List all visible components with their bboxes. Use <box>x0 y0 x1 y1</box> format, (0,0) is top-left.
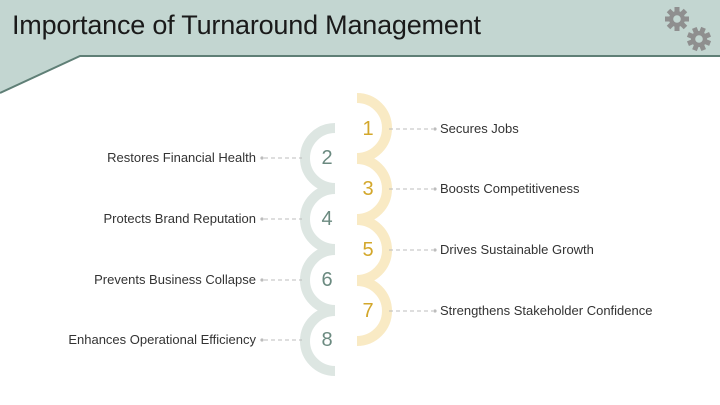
gear-icon <box>665 7 689 31</box>
step-number: 4 <box>321 208 333 230</box>
step-3-ring <box>356 154 392 224</box>
step-number: 2 <box>321 147 333 169</box>
step-number: 6 <box>321 269 333 291</box>
step-label: Restores Financial Health <box>107 150 256 165</box>
step-number: 5 <box>362 239 374 261</box>
step-1-ring <box>356 93 392 163</box>
step-label: Drives Sustainable Growth <box>440 242 594 257</box>
step-4-ring <box>300 184 336 254</box>
connector-8-dot <box>260 338 264 342</box>
step-6-ring <box>300 245 336 315</box>
step-number: 7 <box>362 300 374 322</box>
step-2-ring <box>300 123 336 193</box>
step-label: Prevents Business Collapse <box>94 272 256 287</box>
connector-7-dot <box>433 309 437 313</box>
step-number: 1 <box>362 118 374 140</box>
page-title: Importance of Turnaround Management <box>12 10 481 40</box>
step-label: Protects Brand Reputation <box>103 211 256 226</box>
connector-4-dot <box>260 217 264 221</box>
connector-5-dot <box>433 248 437 252</box>
step-5-ring <box>356 215 392 285</box>
step-label: Secures Jobs <box>440 121 519 136</box>
connector-1-dot <box>433 127 437 131</box>
connector-3-dot <box>433 187 437 191</box>
step-7-ring <box>356 276 392 346</box>
step-label: Boosts Competitiveness <box>440 181 580 196</box>
gear-icon <box>686 26 712 52</box>
connector-2-dot <box>260 156 264 160</box>
header-band <box>0 0 720 94</box>
step-label: Enhances Operational Efficiency <box>68 332 256 347</box>
step-label: Strengthens Stakeholder Confidence <box>440 303 653 318</box>
step-number: 3 <box>362 178 374 200</box>
connector-6-dot <box>260 278 264 282</box>
step-number: 8 <box>321 329 333 351</box>
step-8-ring <box>300 306 336 376</box>
